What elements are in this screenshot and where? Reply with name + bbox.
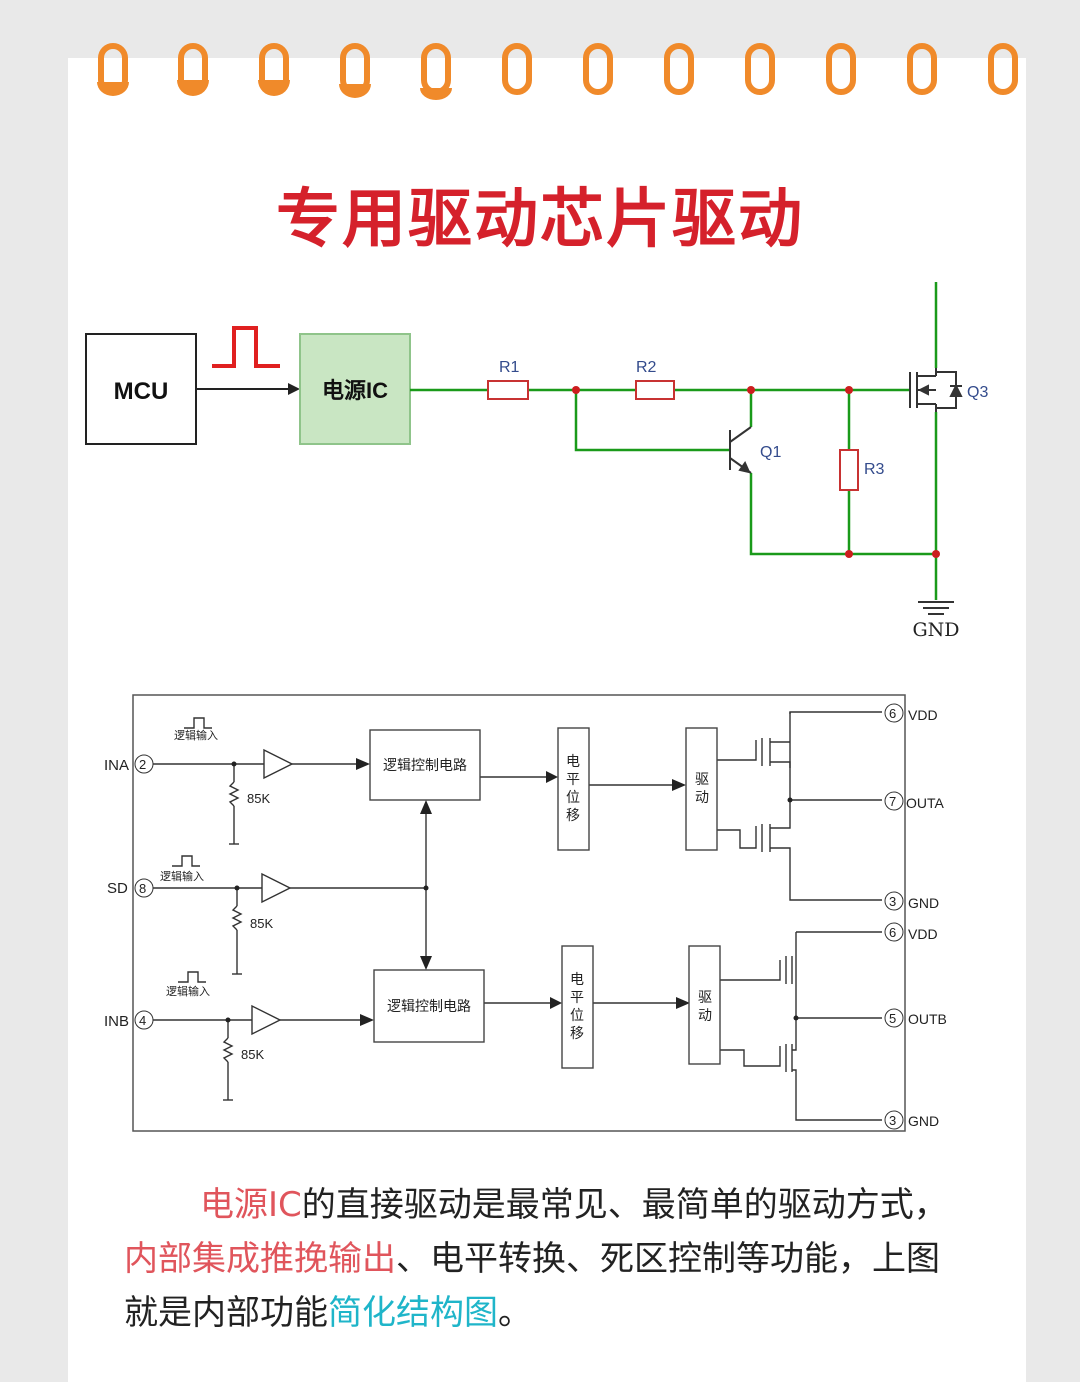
svg-text:3: 3	[889, 894, 896, 909]
resistor-r1	[487, 380, 529, 400]
svg-text:7: 7	[889, 794, 896, 809]
arrow-icon	[288, 383, 300, 395]
pin-inb-label: INB	[104, 1013, 129, 1030]
svg-text:2: 2	[139, 757, 146, 772]
description-paragraph: 电源IC的直接驱动是最常见、最简单的驱动方式，内部集成推挽输出、电平转换、死区控…	[124, 1185, 948, 1333]
svg-text:驱: 驱	[695, 771, 709, 787]
svg-text:移: 移	[570, 1025, 584, 1041]
r3-label: R3	[864, 461, 885, 478]
logic-input-label-inb: 逻辑输入	[166, 984, 210, 998]
resistor-85k-b: 85K	[241, 1047, 264, 1062]
resistor-85k-a: 85K	[247, 791, 270, 806]
r1-label: R1	[499, 359, 520, 376]
resistor-r2	[635, 380, 675, 400]
svg-text:位: 位	[566, 789, 580, 805]
mcu-block	[85, 333, 197, 445]
svg-text:4: 4	[139, 1013, 146, 1028]
resistor-85k-sd: 85K	[250, 916, 273, 931]
logic-block-a	[369, 729, 481, 801]
power-ic-block	[299, 333, 411, 445]
pin-outa: OUTA	[906, 795, 945, 811]
svg-text:平: 平	[566, 771, 580, 787]
logic-block-b-label: 逻辑控制电路	[387, 998, 471, 1014]
logic-input-label-sd: 逻辑输入	[160, 869, 204, 883]
transistor-q1	[729, 426, 752, 474]
page-title: 专用驱动芯片驱动	[276, 183, 804, 257]
svg-text:位: 位	[570, 1007, 584, 1023]
q1-label: Q1	[760, 444, 781, 461]
svg-text:平: 平	[570, 989, 584, 1005]
svg-text:动: 动	[695, 789, 709, 805]
circuit-diagram-2: INA 2 SD 8 INB 4	[104, 694, 947, 1132]
svg-text:电: 电	[566, 753, 580, 769]
svg-text:移: 移	[566, 807, 580, 823]
svg-text:8: 8	[139, 881, 146, 896]
ic-outline	[132, 694, 906, 1132]
pin-sd-label: SD	[107, 880, 128, 897]
gnd-label: GND	[912, 619, 959, 641]
mcu-label: MCU	[114, 378, 169, 405]
svg-text:3: 3	[889, 1113, 896, 1128]
power-ic-label: 电源IC	[322, 378, 388, 403]
notebook-rings	[97, 43, 1018, 100]
svg-text:动: 动	[698, 1007, 712, 1023]
level-shift-b	[561, 945, 594, 1069]
svg-text:6: 6	[889, 925, 896, 940]
svg-text:5: 5	[889, 1011, 896, 1026]
pin-outb: OUTB	[908, 1011, 947, 1027]
level-shift-a	[557, 727, 590, 851]
logic-block-b	[373, 969, 485, 1043]
circuit-diagram-1: MCU 电源IC R1 R2 R3 Q1	[85, 282, 988, 641]
mosfet-q3	[909, 368, 963, 412]
pin-vdd-b: VDD	[908, 926, 938, 942]
driver-block-a	[685, 727, 718, 851]
pin-gnd-b: GND	[908, 1113, 939, 1129]
ground-icon	[918, 601, 954, 615]
pin-vdd-a: VDD	[908, 707, 938, 723]
logic-block-a-label: 逻辑控制电路	[383, 757, 467, 773]
pin-gnd-a: GND	[908, 895, 939, 911]
highlight-power-ic: 电源IC	[200, 1185, 302, 1225]
paper-sheet	[68, 58, 1026, 1382]
resistor-r3	[839, 449, 859, 491]
r2-label: R2	[636, 359, 657, 376]
pin-ina-label: INA	[104, 757, 129, 774]
q3-label: Q3	[967, 384, 988, 401]
driver-block-b	[688, 945, 721, 1065]
svg-text:6: 6	[889, 706, 896, 721]
svg-text:驱: 驱	[698, 989, 712, 1005]
svg-text:电: 电	[570, 971, 584, 987]
pwm-pulse-icon	[212, 326, 280, 368]
logic-input-label-ina: 逻辑输入	[174, 728, 218, 742]
highlight-simplified-diagram: 简化结构图	[328, 1293, 498, 1333]
highlight-push-pull: 内部集成推挽输出	[124, 1239, 396, 1279]
